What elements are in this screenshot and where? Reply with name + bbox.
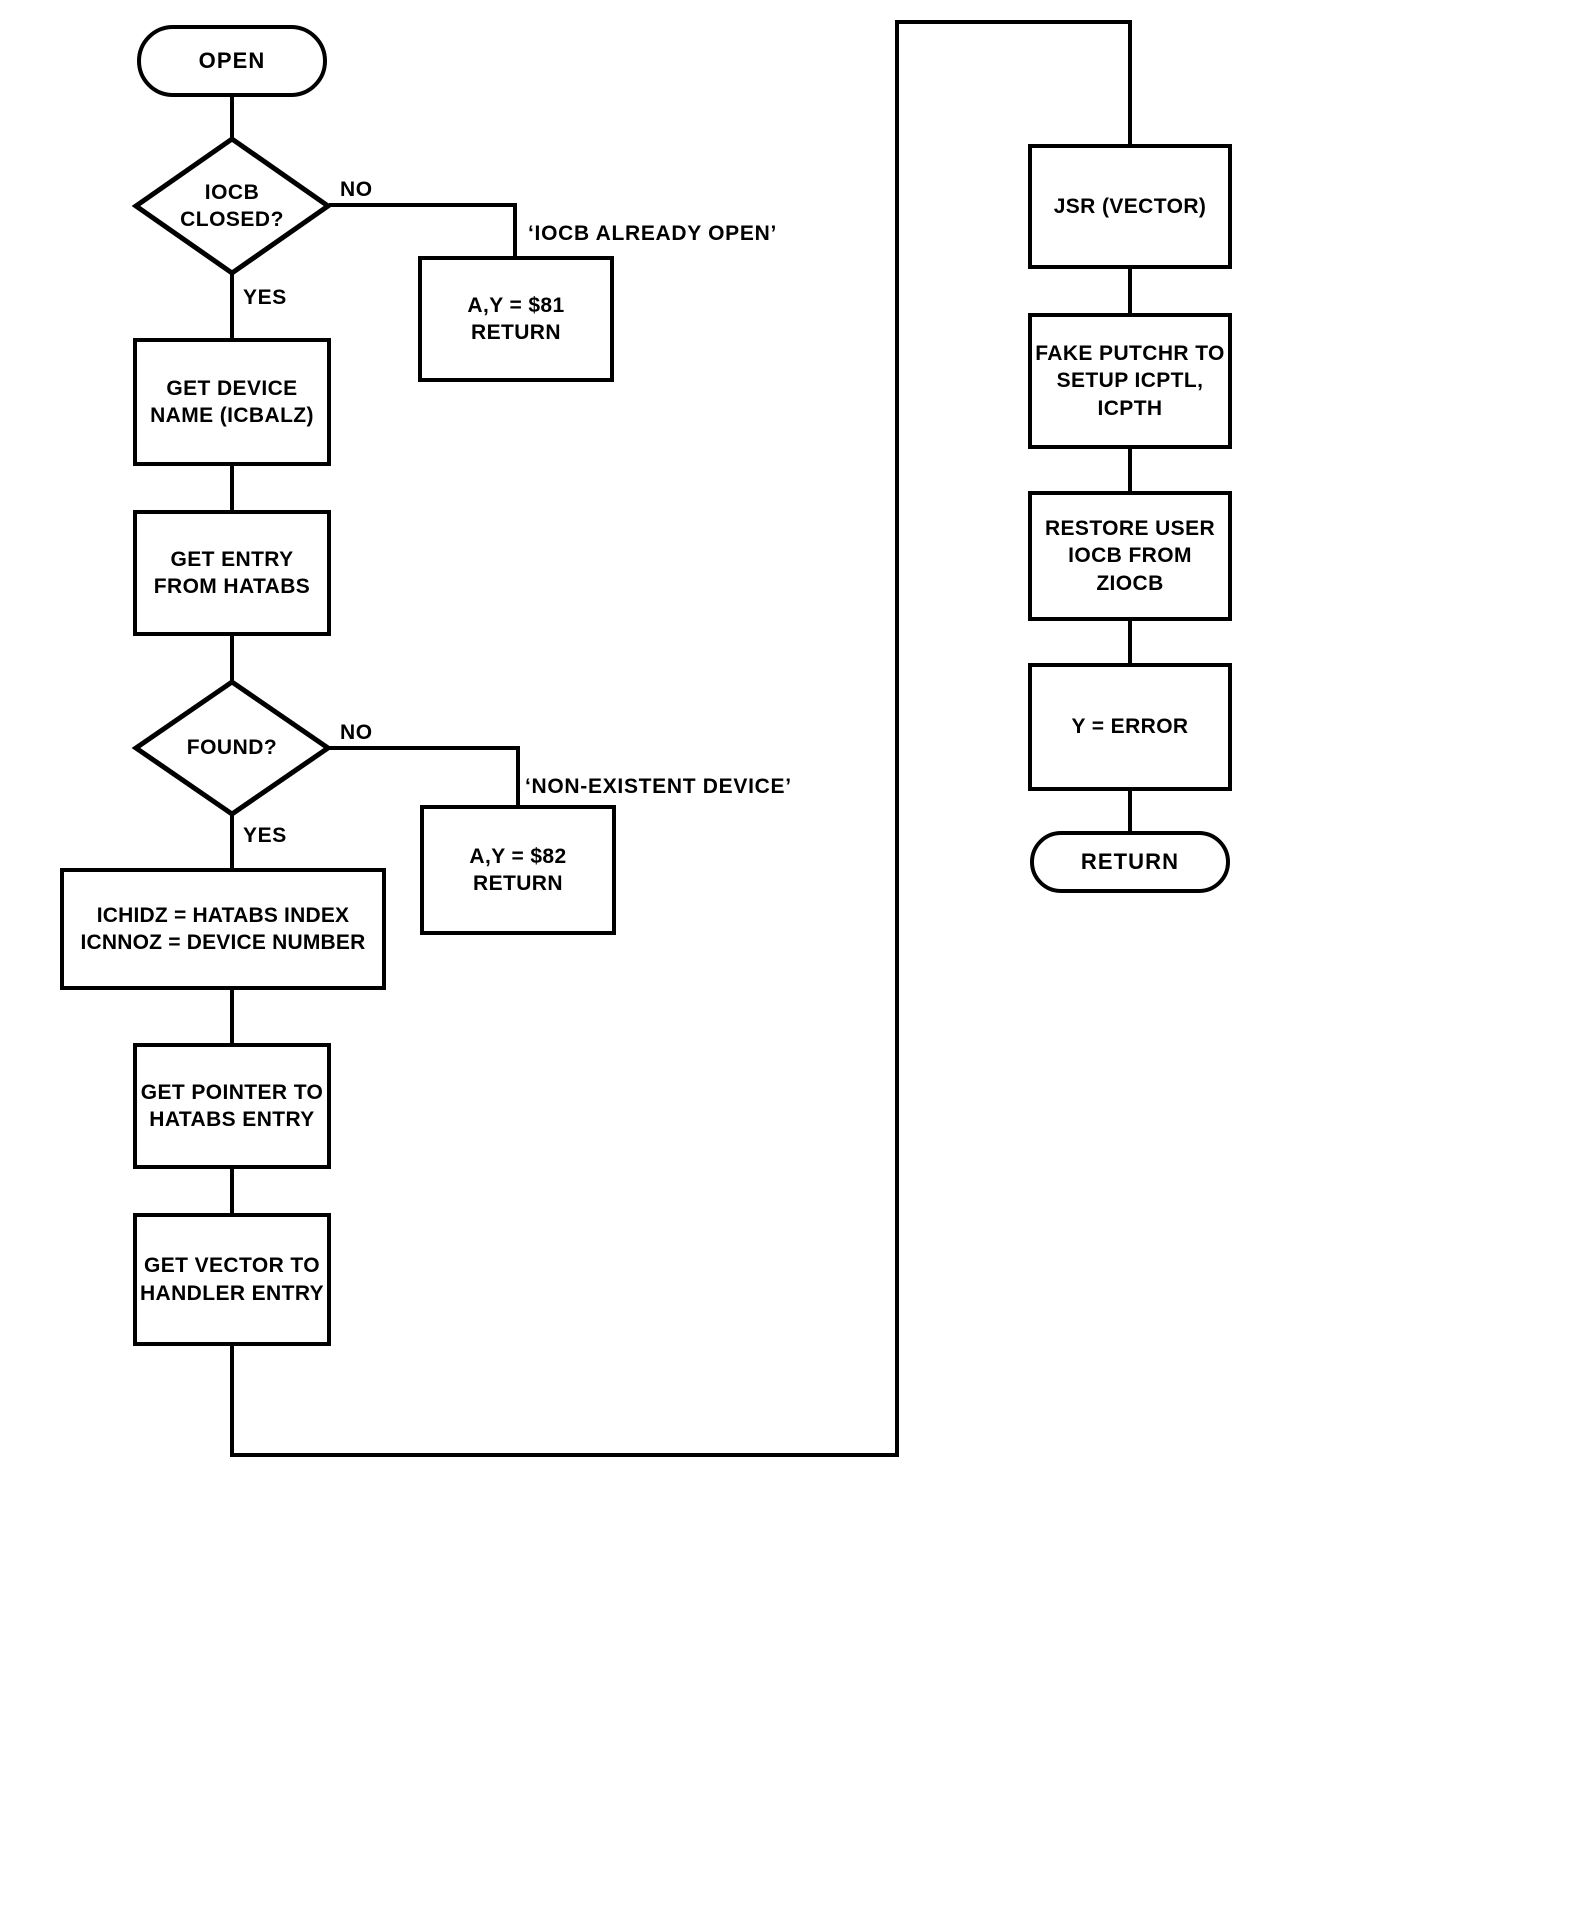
edge-label-iocb-closed-no: NO bbox=[340, 178, 373, 201]
node-return[interactable]: RETURN bbox=[1030, 831, 1230, 893]
node-jsr-vector[interactable]: JSR (VECTOR) bbox=[1028, 144, 1232, 269]
node-get-device-name-label: GET DEVICE NAME (ICBALZ) bbox=[150, 376, 314, 427]
node-error-82-label: A,Y = $82 RETURN bbox=[469, 844, 567, 895]
node-decision-found-label: FOUND? bbox=[186, 736, 278, 760]
edge-label-found-no: NO bbox=[340, 721, 373, 744]
node-y-error[interactable]: Y = ERROR bbox=[1028, 663, 1232, 791]
node-get-pointer-hatabs-label: GET POINTER TO HATABS ENTRY bbox=[140, 1080, 324, 1131]
edge-found-no bbox=[329, 746, 520, 807]
node-decision-found[interactable]: FOUND? bbox=[131, 678, 333, 818]
node-start-open[interactable]: OPEN bbox=[137, 25, 327, 97]
node-fake-putchr-label: FAKE PUTCHR TO SETUP ICPTL, ICPTH bbox=[1035, 342, 1225, 420]
node-start-open-label: OPEN bbox=[198, 47, 266, 73]
node-decision-iocb-closed-label: IOCB CLOSED? bbox=[180, 180, 284, 231]
node-set-ichidz-icnnoz[interactable]: ICHIDZ = HATABS INDEX ICNNOZ = DEVICE NU… bbox=[60, 868, 386, 990]
node-decision-found-labelbox: FOUND? bbox=[133, 679, 331, 817]
diamond-shape-found bbox=[131, 678, 333, 818]
node-decision-iocb-closed[interactable]: IOCB CLOSED? bbox=[131, 135, 333, 277]
node-restore-user-iocb[interactable]: RESTORE USER IOCB FROM ZIOCB bbox=[1028, 491, 1232, 621]
node-set-ichidz-icnnoz-label: ICHIDZ = HATABS INDEX ICNNOZ = DEVICE NU… bbox=[80, 903, 366, 954]
node-get-pointer-hatabs[interactable]: GET POINTER TO HATABS ENTRY bbox=[133, 1043, 331, 1169]
node-decision-iocb-closed-labelbox: IOCB CLOSED? bbox=[133, 136, 331, 276]
node-get-vector-handler-label: GET VECTOR TO HANDLER ENTRY bbox=[139, 1254, 325, 1305]
node-get-device-name[interactable]: GET DEVICE NAME (ICBALZ) bbox=[133, 338, 331, 466]
node-jsr-vector-label: JSR (VECTOR) bbox=[1053, 194, 1207, 218]
node-get-entry-hatabs-label: GET ENTRY FROM HATABS bbox=[153, 547, 311, 598]
edge-label-iocb-closed-yes: YES bbox=[243, 286, 287, 309]
edge-iocb-closed-no bbox=[329, 203, 517, 258]
diamond-shape-iocb-closed bbox=[131, 135, 333, 277]
node-fake-putchr[interactable]: FAKE PUTCHR TO SETUP ICPTL, ICPTH bbox=[1028, 313, 1232, 449]
node-y-error-label: Y = ERROR bbox=[1071, 715, 1189, 739]
node-get-vector-handler[interactable]: GET VECTOR TO HANDLER ENTRY bbox=[133, 1213, 331, 1346]
node-get-entry-hatabs[interactable]: GET ENTRY FROM HATABS bbox=[133, 510, 331, 636]
node-error-81[interactable]: A,Y = $81 RETURN bbox=[418, 256, 614, 382]
edge-label-found-yes: YES bbox=[243, 824, 287, 847]
node-restore-user-iocb-label: RESTORE USER IOCB FROM ZIOCB bbox=[1044, 517, 1216, 595]
annotation-iocb-already-open: ‘IOCB ALREADY OPEN’ bbox=[528, 222, 777, 245]
node-error-81-label: A,Y = $81 RETURN bbox=[467, 293, 565, 344]
node-return-label: RETURN bbox=[1080, 848, 1180, 874]
annotation-non-existent-device: ‘NON-EXISTENT DEVICE’ bbox=[525, 775, 792, 798]
node-error-82[interactable]: A,Y = $82 RETURN bbox=[420, 805, 616, 935]
